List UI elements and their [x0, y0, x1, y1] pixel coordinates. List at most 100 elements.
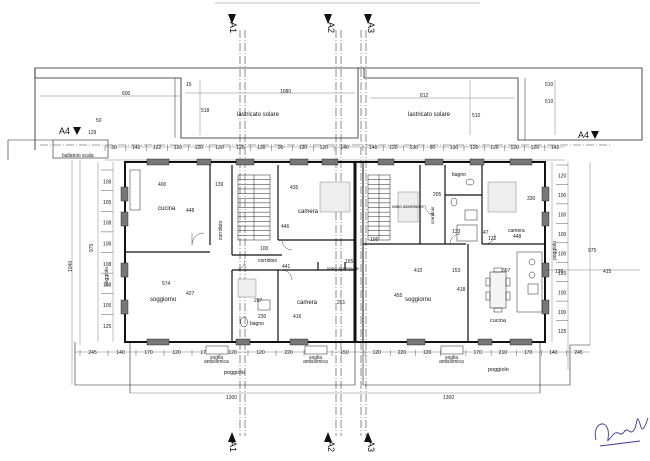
section-marker-a3-top: A3: [364, 14, 376, 33]
room-camera-bottom-left: camera: [297, 300, 318, 306]
hatch-areas: [237, 181, 517, 298]
signature: [594, 417, 649, 447]
room-vano-asc-right: vano ascensore: [392, 204, 424, 209]
top-dim-right: 120: [490, 145, 499, 151]
room-cucina-right: cucina: [490, 318, 507, 324]
bottom-dim-right: 170: [473, 350, 482, 356]
platform-label: ballatoio scala: [62, 153, 94, 159]
left-dim-lines: [71, 160, 114, 385]
section-marker-a2-top: A2: [324, 14, 336, 33]
room-corridoio-right: corridoio: [430, 206, 435, 224]
dim-367: 367: [502, 268, 511, 274]
a2-top-label: A2: [326, 22, 336, 33]
dim-448: 448: [186, 208, 195, 214]
window-openings-top: [146, 158, 533, 166]
bottom-dim-left: 150: [340, 350, 349, 356]
room-bagno-right: bagno: [452, 172, 466, 178]
window-openings-left: [120, 186, 129, 315]
dim-427: 427: [186, 291, 195, 297]
bottom-dim-line: [75, 351, 590, 394]
left-platform: [7, 139, 109, 160]
room-camera-right: camera: [508, 228, 525, 234]
room-soggiorno-right: soggiorno: [405, 297, 432, 303]
right-dim: 100: [558, 193, 567, 199]
soglia-3-label: soglia: [445, 355, 458, 361]
top-dim-left: 122: [153, 145, 162, 151]
a1-bottom-label: A1: [228, 441, 238, 452]
dim-1080: 1080: [280, 89, 291, 95]
dim-205: 205: [433, 192, 442, 198]
left-dim: 108: [103, 262, 112, 268]
a4-left-label: A4: [59, 126, 70, 136]
dim-129: 129: [88, 130, 97, 136]
right-dim: 125: [558, 329, 567, 335]
top-dim-right: 140: [369, 145, 378, 151]
dim-287: 287: [254, 298, 263, 304]
top-dim-left: 120: [236, 145, 245, 151]
dim-230: 230: [258, 314, 267, 320]
staircase-right: [367, 174, 391, 241]
dim-448r: 448: [513, 234, 522, 240]
dim-446: 446: [281, 224, 290, 230]
top-dim-left: 120: [320, 145, 329, 151]
dim-122: 122: [488, 236, 497, 242]
room-corridoio-left: corridoio: [218, 221, 224, 240]
left-dim: 108: [103, 241, 112, 247]
right-dim: 100: [558, 310, 567, 316]
bottom-dim-right: 245: [574, 350, 583, 356]
right-dim: 100: [558, 232, 567, 238]
bottom-dim-left: 140: [116, 350, 125, 356]
bathroom-fixtures: [240, 178, 478, 328]
dim-50: 50: [96, 118, 102, 124]
bottom-dim-right: 120: [423, 350, 432, 356]
room-corridoio-mid: corridoio: [258, 258, 277, 264]
room-camera-top-left: camera: [298, 209, 319, 215]
bottom-dim-left: 170: [200, 350, 209, 356]
dim-400: 400: [158, 182, 167, 188]
room-soggiorno-left: soggiorno: [150, 297, 177, 303]
top-dim-right: 130: [450, 145, 459, 151]
dim-600: 600: [122, 91, 131, 97]
bottom-dim-left: 120: [228, 350, 237, 356]
kitchen-left-fixtures: [129, 169, 141, 211]
room-cucina-left: cucina: [158, 206, 176, 212]
top-dim-left: 120: [174, 145, 183, 151]
left-dim: 125: [103, 324, 112, 330]
dim-812: 812: [420, 93, 429, 99]
top-dim-left: 142: [132, 145, 141, 151]
dim-106: 106: [370, 237, 379, 243]
soglia-markers: [205, 345, 464, 355]
room-poggiolo-left-side: poggiolo: [104, 267, 110, 286]
room-poggiolo-bottom-right: poggiolo: [488, 367, 509, 373]
dim-165: 165: [345, 259, 354, 265]
terrace-outline: [34, 67, 643, 150]
bottom-dim-left: 120: [172, 350, 181, 356]
top-dim-left: 90: [278, 145, 284, 151]
dim-139: 139: [215, 182, 224, 188]
dim-133: 133: [452, 229, 461, 235]
bottom-dim-right: 210: [499, 350, 508, 356]
bottom-balconies: [74, 342, 590, 393]
dim-441: 441: [282, 264, 291, 270]
dim-330: 330: [527, 196, 536, 202]
left-dim: 108: [103, 179, 112, 185]
left-dim: 105: [103, 303, 112, 309]
dim-1040: 1040: [68, 261, 74, 272]
dim-15: 15: [186, 82, 192, 88]
bottom-dim-chain-right: 120220120120170210170140245: [364, 350, 583, 356]
right-dim: 100: [558, 251, 567, 257]
top-dim-left: 120: [215, 145, 224, 151]
lastricato-right-label: lastricato solare: [408, 112, 451, 118]
a1-top-label: A1: [228, 22, 238, 33]
dim-416: 416: [293, 314, 302, 320]
a3-top-label: A3: [366, 22, 376, 33]
top-dim-right: 90: [430, 145, 436, 151]
bottom-dim-right: 120: [373, 350, 382, 356]
top-dim-right: 120: [510, 145, 519, 151]
top-dim-left: 120: [195, 145, 204, 151]
